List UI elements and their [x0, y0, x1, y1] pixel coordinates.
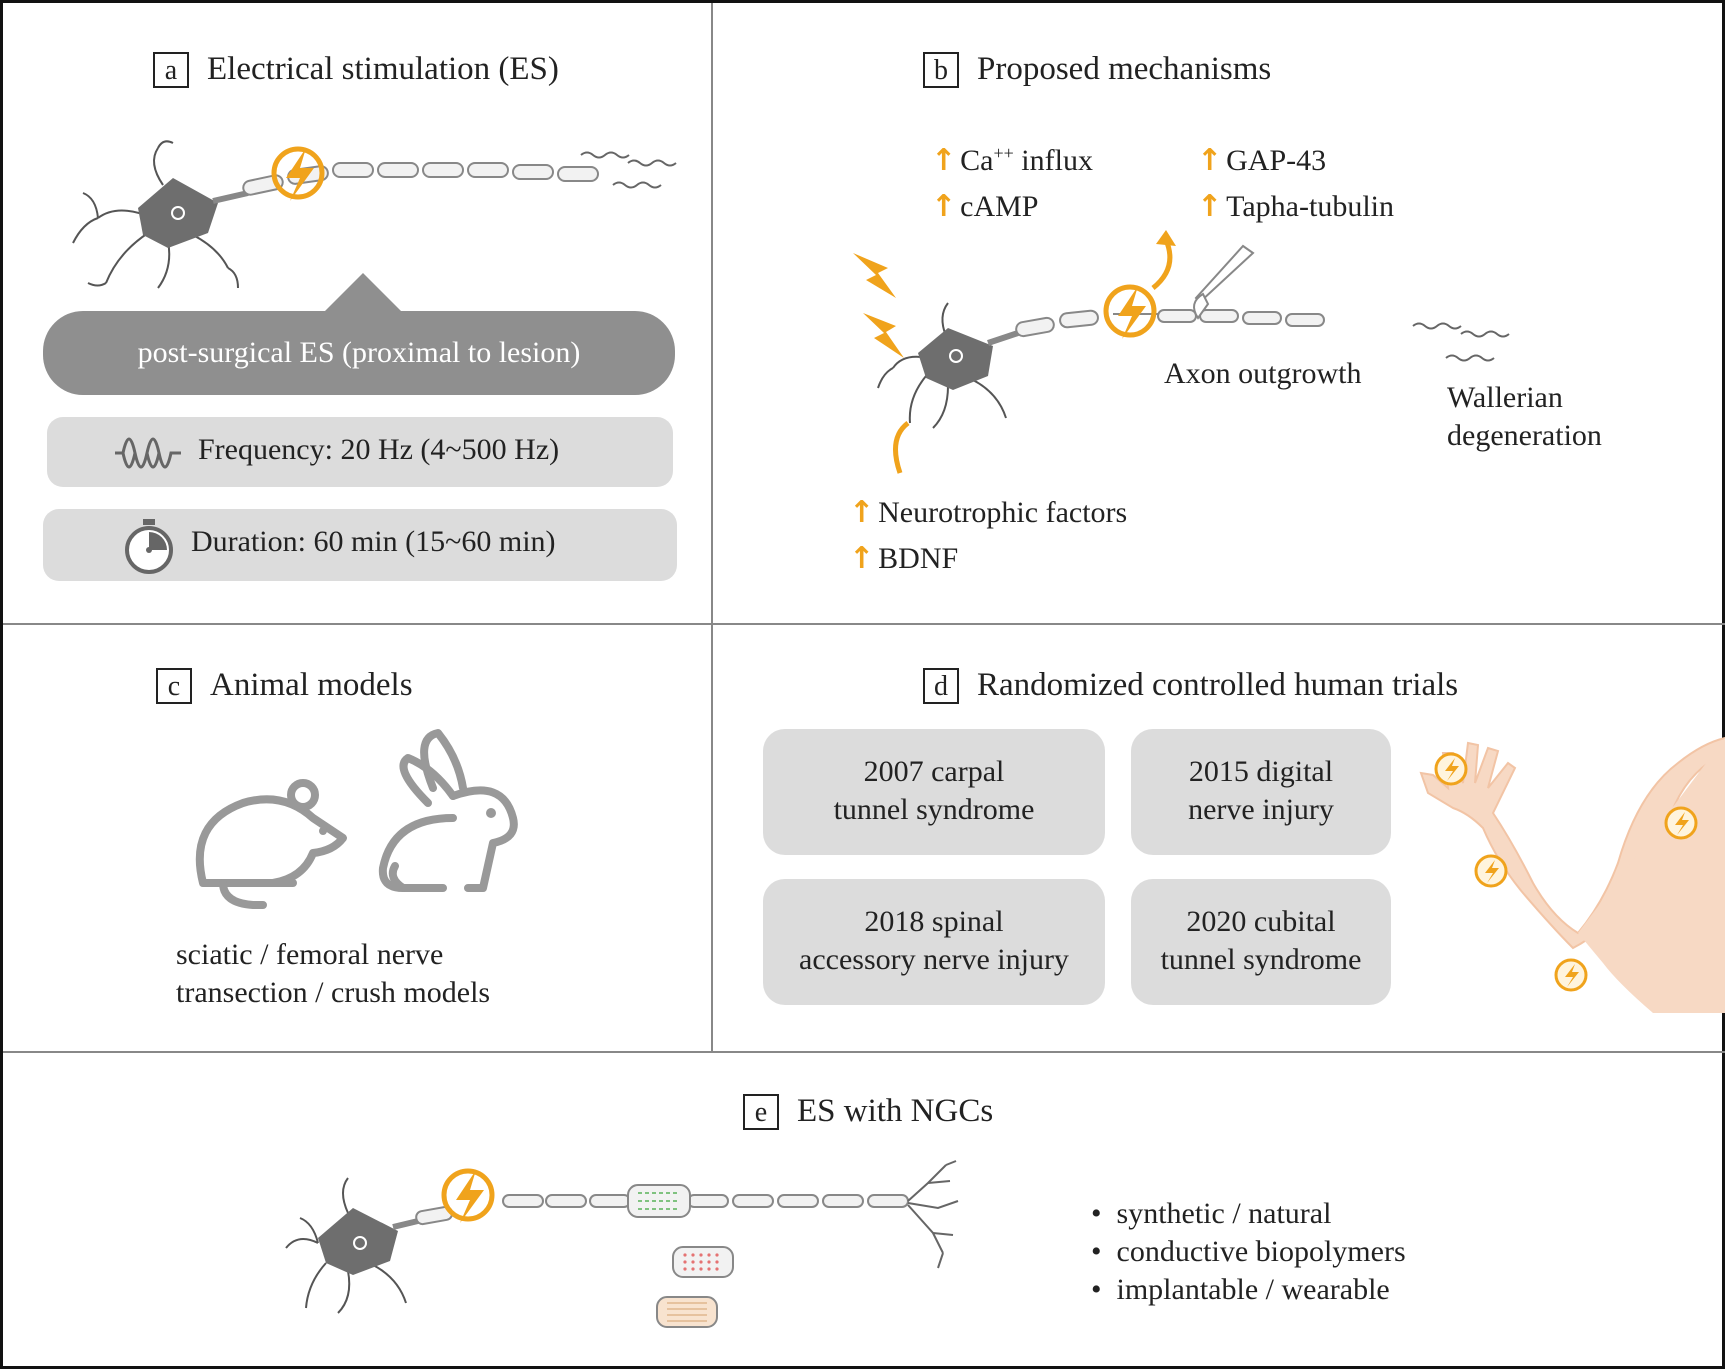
panel-d-title: d Randomized controlled human trials: [923, 667, 1458, 704]
axon-outgrowth-label: Axon outgrowth: [1164, 357, 1362, 390]
divider-vertical-top: [711, 3, 713, 1051]
up-arrow-icon: ↑: [931, 143, 957, 178]
panel-b-title: b Proposed mechanisms: [923, 51, 1271, 88]
panel-letter: a: [153, 51, 189, 88]
lightning-icon: [271, 146, 325, 201]
down-curve-arrow-icon: [893, 421, 910, 474]
gap43-label: ↑GAP-43: [1197, 143, 1327, 178]
electrode-icon: [1434, 752, 1468, 786]
up-arrow-icon: ↑: [931, 189, 957, 224]
trial-box: 2007 carpal tunnel syndrome: [763, 729, 1105, 855]
duration-text: Duration: 60 min (15~60 min): [191, 525, 556, 558]
panel-letter: e: [743, 1093, 779, 1130]
panel-title-text: Electrical stimulation (ES): [207, 51, 559, 87]
divider-horizontal-1: [3, 623, 1725, 625]
panel-title-text: ES with NGCs: [797, 1093, 994, 1129]
panel-letter: b: [923, 51, 959, 88]
camp-label: ↑cAMP: [931, 189, 1039, 224]
conduit-icon: [672, 1246, 734, 1278]
nerve-conduit-icon: [627, 1184, 691, 1218]
animal-caption-2: transection / crush models: [176, 976, 491, 1009]
up-curve-arrow-icon: [1151, 239, 1173, 290]
list-item: • conductive biopolymers: [1091, 1235, 1406, 1268]
panel-e-title: e ES with NGCs: [743, 1093, 993, 1130]
lightning-icon: [853, 253, 896, 298]
panel-a-title: a Electrical stimulation (ES): [153, 51, 559, 88]
panel-c-title: c Animal models: [156, 667, 413, 704]
callout-pill: post-surgical ES (proximal to lesion): [43, 311, 675, 395]
lightning-icon: [441, 1168, 495, 1223]
arm-icon: [1419, 736, 1725, 1013]
panel-letter: d: [923, 667, 959, 704]
neuron-icon: [853, 230, 1325, 474]
bdnf-label: ↑BDNF: [849, 541, 959, 576]
neuron-icon: [285, 1160, 959, 1314]
electrode-icon: [1664, 806, 1698, 840]
tubulin-label: ↑Tapha-tubulin: [1197, 189, 1394, 224]
frequency-box: [47, 417, 673, 487]
rabbit-icon: [378, 729, 518, 892]
panel-letter: c: [156, 667, 192, 704]
degenerating-fibers: [1412, 322, 1510, 362]
list-item: • implantable / wearable: [1091, 1273, 1390, 1306]
rat-icon: [195, 779, 347, 909]
electrode-icon: [1554, 958, 1588, 992]
stopwatch-icon: [125, 519, 173, 574]
wallerian-label-1: Wallerian: [1447, 381, 1563, 414]
panel-title-text: Proposed mechanisms: [977, 51, 1272, 87]
ca-influx-label: ↑Ca++ influx: [931, 143, 1093, 178]
frequency-text: Frequency: 20 Hz (4~500 Hz): [198, 433, 560, 466]
up-arrow-icon: ↑: [849, 541, 875, 576]
sine-wave-icon: [115, 437, 181, 469]
trial-box: 2020 cubital tunnel syndrome: [1131, 879, 1391, 1005]
neurotrophic-label: ↑Neurotrophic factors: [849, 495, 1128, 530]
panel-title-text: Randomized controlled human trials: [977, 667, 1459, 703]
panel-title-text: Animal models: [210, 667, 413, 703]
conduit-icon: [656, 1296, 718, 1328]
lightning-icon: [863, 313, 904, 358]
neuron-icon: [72, 140, 677, 289]
trial-box: 2018 spinal accessory nerve injury: [763, 879, 1105, 1005]
up-arrow-icon: ↑: [1197, 189, 1223, 224]
electrode-icon: [1474, 854, 1508, 888]
wallerian-label-2: degeneration: [1447, 419, 1602, 452]
trial-box: 2015 digital nerve injury: [1131, 729, 1391, 855]
up-arrow-icon: ↑: [849, 495, 875, 530]
ngc-bullet-list: • synthetic / natural • conductive biopo…: [1091, 1195, 1406, 1309]
up-arrow-icon: ↑: [1197, 143, 1223, 178]
scalpel-icon: [1193, 244, 1255, 320]
list-item: • synthetic / natural: [1091, 1197, 1332, 1230]
divider-horizontal-2: [3, 1051, 1725, 1053]
callout-pointer: [323, 273, 403, 313]
animal-caption-1: sciatic / femoral nerve: [176, 938, 444, 971]
